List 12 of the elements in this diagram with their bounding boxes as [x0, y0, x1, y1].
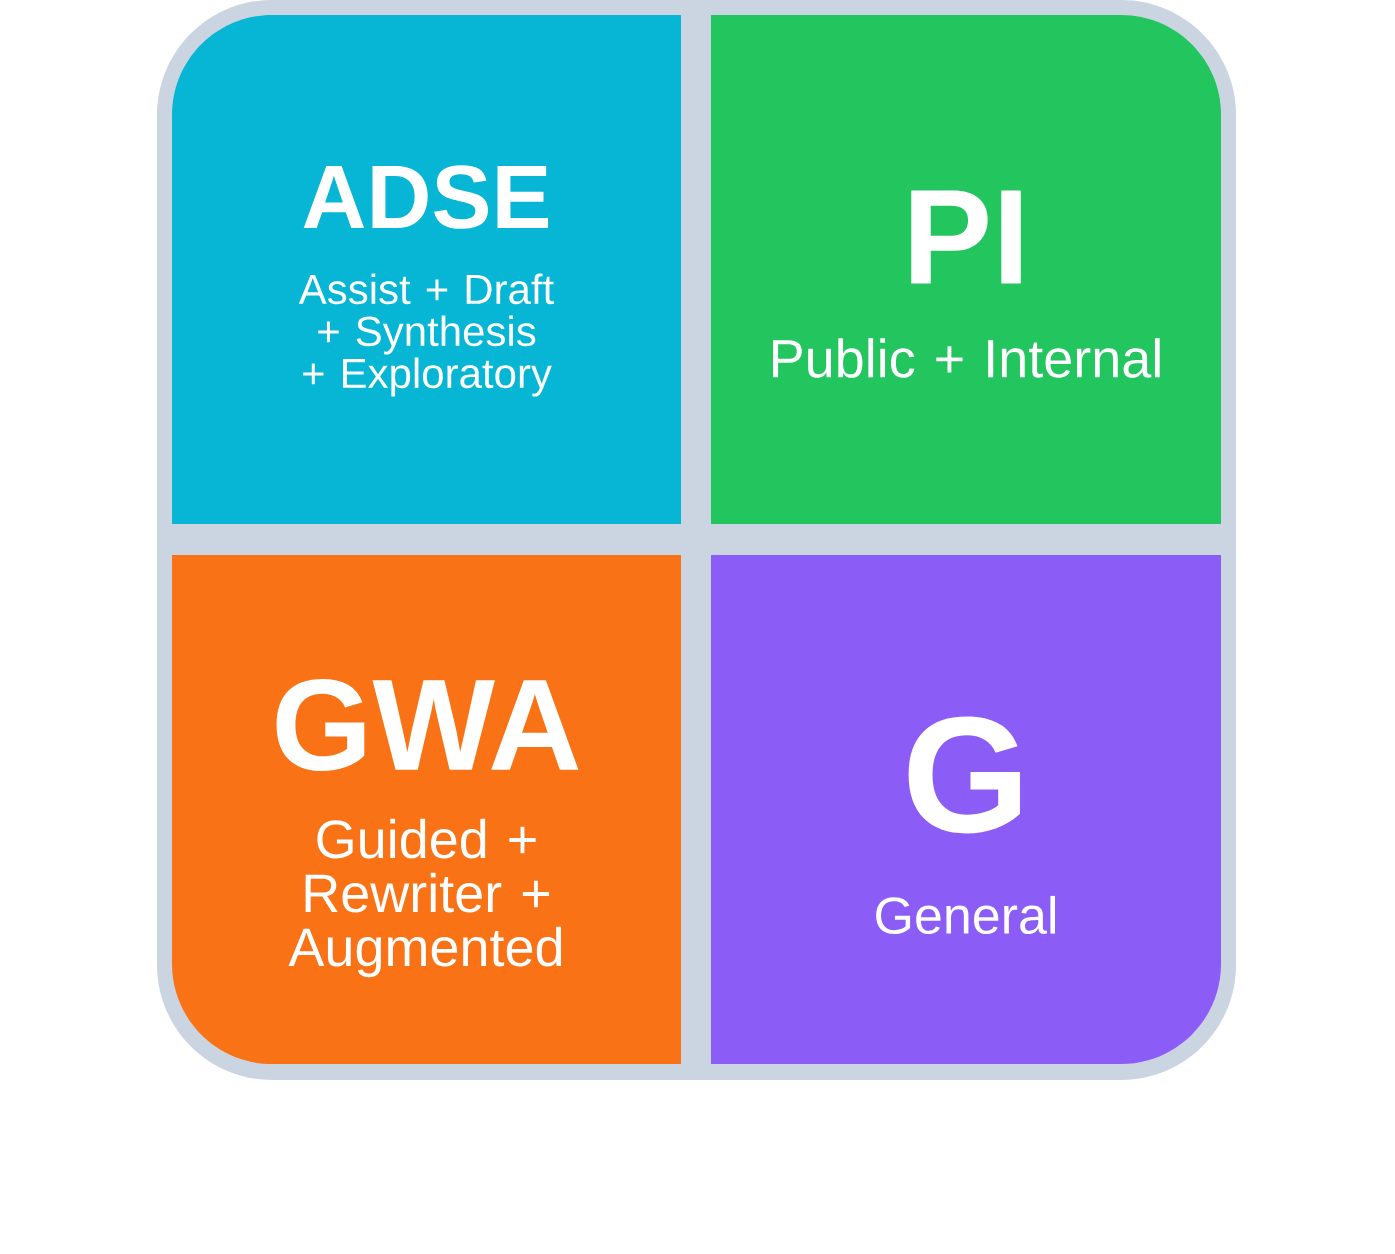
quadrant-box: [711, 15, 1221, 524]
description: Assist + Draft + Synthesis + Exploratory: [298, 273, 554, 397]
description: General: [876, 895, 1055, 935]
heading: PI: [911, 190, 1021, 284]
quadrant-box: [172, 15, 681, 524]
description: Public + Internal: [773, 338, 1160, 378]
quadrant-box: [172, 555, 681, 1064]
heading: ADSE: [303, 165, 548, 229]
heading: G: [908, 716, 1020, 834]
heading: GWA: [276, 679, 579, 772]
description: Guided + Rewriter + Augmented: [288, 818, 562, 978]
quadrant-box: [711, 555, 1221, 1064]
